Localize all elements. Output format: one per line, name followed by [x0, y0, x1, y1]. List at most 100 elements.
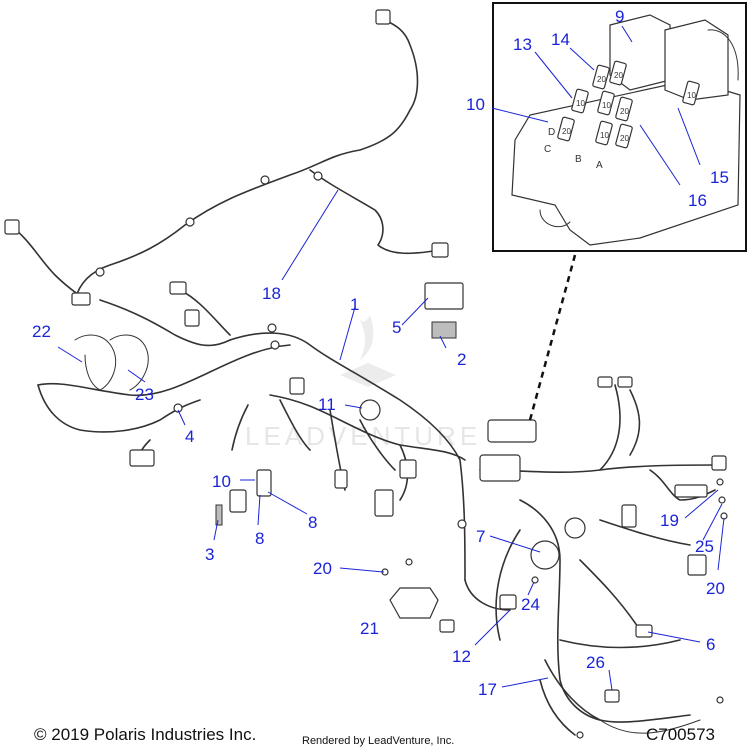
callout-8b: 8	[308, 513, 317, 532]
callout-19: 19	[660, 511, 679, 530]
fuse-5-label: 20	[620, 107, 629, 116]
relay-letter-d: D	[548, 127, 555, 138]
fuse-1-label: 20	[597, 75, 606, 84]
fastener	[531, 576, 539, 584]
fuse-7-label: 10	[600, 131, 609, 140]
connector	[399, 459, 417, 479]
clip	[173, 403, 183, 413]
copyright: © 2019 Polaris Industries Inc.	[34, 725, 256, 744]
fuse-2	[609, 60, 627, 86]
callout-22: 22	[32, 322, 51, 341]
connector	[184, 309, 200, 327]
relay	[359, 399, 381, 421]
fuse-box-small	[487, 419, 537, 443]
relay-large	[664, 19, 729, 101]
connector	[129, 449, 155, 467]
grommet	[716, 478, 724, 486]
connector	[374, 489, 394, 517]
callout-5: 5	[392, 318, 401, 337]
callout-6: 6	[706, 635, 715, 654]
callout-20a: 20	[313, 559, 332, 578]
clip	[270, 340, 280, 350]
callout-25: 25	[695, 537, 714, 556]
connector	[439, 619, 455, 633]
callout-23: 23	[135, 385, 154, 404]
callout-10: 10	[212, 472, 231, 491]
fuse-strip	[431, 321, 457, 339]
connector	[169, 281, 187, 295]
fuse-holder	[256, 469, 272, 497]
connector	[334, 469, 348, 489]
callout-21: 21	[360, 619, 379, 638]
connector	[4, 219, 20, 235]
connector	[687, 554, 707, 576]
relay-block	[229, 489, 247, 513]
clip	[313, 171, 323, 181]
connector	[597, 376, 613, 388]
callout-8a: 8	[255, 529, 264, 548]
fuse-2-label: 20	[614, 71, 623, 80]
connector-round	[530, 540, 560, 570]
fuse-box-detail-inset: 20 20 10 10 20 20 10 20 10 D C B A 9 13 …	[466, 2, 747, 252]
callout-13: 13	[513, 35, 532, 54]
callout-11: 11	[318, 395, 336, 414]
connector	[289, 377, 305, 395]
fastener	[405, 558, 413, 566]
ring-terminal	[576, 731, 584, 739]
callout-24: 24	[521, 595, 540, 614]
ring-terminal	[716, 696, 724, 704]
fuse-8	[615, 123, 633, 149]
callout-15: 15	[710, 168, 729, 187]
connector	[604, 689, 620, 703]
small-parts	[74, 282, 728, 619]
relay-letter-c: C	[544, 144, 551, 155]
callout-4: 4	[185, 427, 194, 446]
upper-harness	[4, 9, 449, 347]
callout-3: 3	[205, 545, 214, 564]
fuse-4-label: 10	[602, 101, 611, 110]
fuse-9-label: 10	[687, 91, 696, 100]
clip	[95, 267, 105, 277]
connector	[617, 376, 633, 388]
connector	[499, 594, 517, 610]
connector	[711, 455, 727, 471]
callout-26: 26	[586, 653, 605, 672]
callout-2: 2	[457, 350, 466, 369]
leader-lines	[57, 189, 725, 691]
callout-1: 1	[350, 295, 359, 314]
watermark: LEADVENTURE	[245, 315, 481, 451]
connector-block	[479, 454, 521, 482]
fuse-9	[682, 80, 700, 106]
callout-16: 16	[688, 191, 707, 210]
callout-17: 17	[478, 680, 497, 699]
fuse-6	[557, 116, 575, 142]
callout-7: 7	[476, 527, 485, 546]
fuse-3	[571, 88, 589, 114]
diagram-code: C700573	[646, 725, 715, 744]
clip	[267, 323, 277, 333]
fuse-4	[597, 90, 615, 116]
callout-20b: 20	[706, 579, 725, 598]
connector	[375, 9, 391, 25]
clip	[185, 217, 195, 227]
relay-letter-b: B	[575, 154, 582, 165]
fuse-3-label: 10	[576, 99, 585, 108]
clip	[457, 519, 467, 529]
terminal-strip	[674, 484, 708, 498]
callouts: 1 2 3 4 5 6 7 8 8 10 11 12 17 18 19 20 2…	[32, 284, 725, 699]
connector	[71, 292, 91, 306]
module	[424, 282, 464, 310]
fuse-7	[595, 120, 613, 146]
callout-14: 14	[551, 30, 570, 49]
watermark-text: LEADVENTURE	[245, 421, 481, 451]
main-harness	[37, 323, 511, 611]
bracket	[389, 587, 439, 619]
callout-12: 12	[452, 647, 471, 666]
fuse-8-label: 20	[620, 134, 629, 143]
fuse	[215, 504, 223, 526]
rendered-by: Rendered by LeadVenture, Inc.	[302, 735, 454, 747]
fuse-1	[592, 64, 610, 90]
connector-round	[564, 517, 586, 539]
callout-10-inset: 10	[466, 95, 485, 114]
